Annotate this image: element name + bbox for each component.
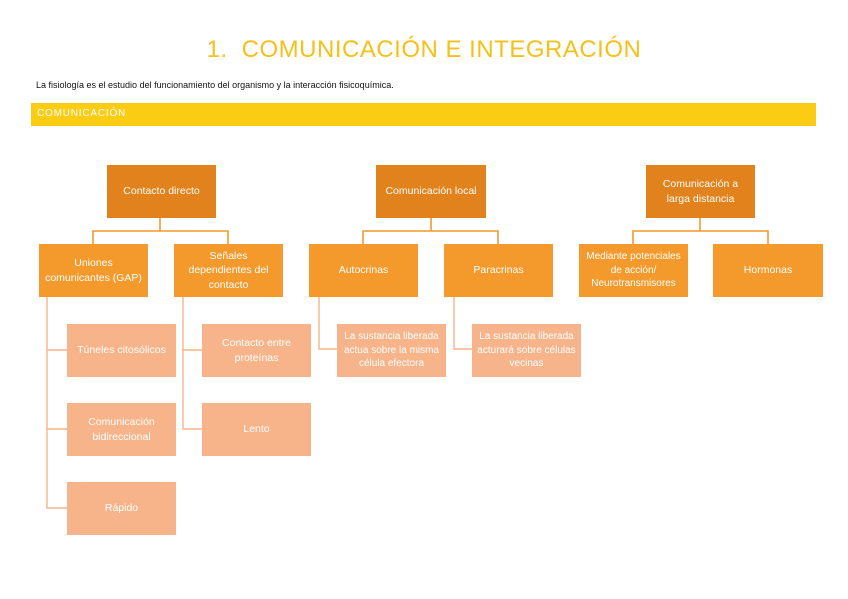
node-senales-contacto: Señales dependientes del contacto [174,244,283,297]
section-label: COMUNICACIÓN [37,108,127,119]
connector-paracrinas-detail [453,297,472,350]
node-paracrinas-detail: La sustancia liberada acturará sobre cél… [472,324,581,377]
connector-senales-items [182,297,202,430]
node-tuneles-citosolicos: Túneles citosólicos [67,324,176,377]
node-hormonas: Hormonas [713,244,823,297]
title-number: 1. [206,36,228,63]
connector-autocrinas-detail [318,297,337,350]
node-potenciales-accion: Mediante potenciales de acción/ Neurotra… [579,244,688,297]
node-contacto-directo: Contacto directo [107,165,216,218]
page-title: 1. COMUNICACIÓN E INTEGRACIÓN [0,36,848,64]
node-rapido: Rápido [67,482,176,535]
node-autocrinas-detail: La sustancia liberada actua sobre la mis… [337,324,446,377]
node-comunicacion-bidireccional: Comunicación bidireccional [67,403,176,456]
node-lento: Lento [202,403,311,456]
connector-uniones-items [46,297,67,509]
node-uniones-gap: Uniones comunicantes (GAP) [39,244,148,297]
node-contacto-proteinas: Contacto entre proteínas [202,324,311,377]
node-paracrinas: Paracrinas [444,244,553,297]
section-banner: COMUNICACIÓN [31,103,816,126]
connector-larga-distancia [632,218,769,244]
title-text: COMUNICACIÓN E INTEGRACIÓN [241,36,642,63]
node-autocrinas: Autocrinas [309,244,418,297]
intro-text: La fisiología es el estudio del funciona… [36,80,394,90]
node-larga-distancia: Comunicación a larga distancia [646,165,755,218]
connector-comunicacion-local [362,218,499,244]
connector-contacto-directo [92,218,229,244]
node-comunicacion-local: Comunicación local [376,165,486,218]
